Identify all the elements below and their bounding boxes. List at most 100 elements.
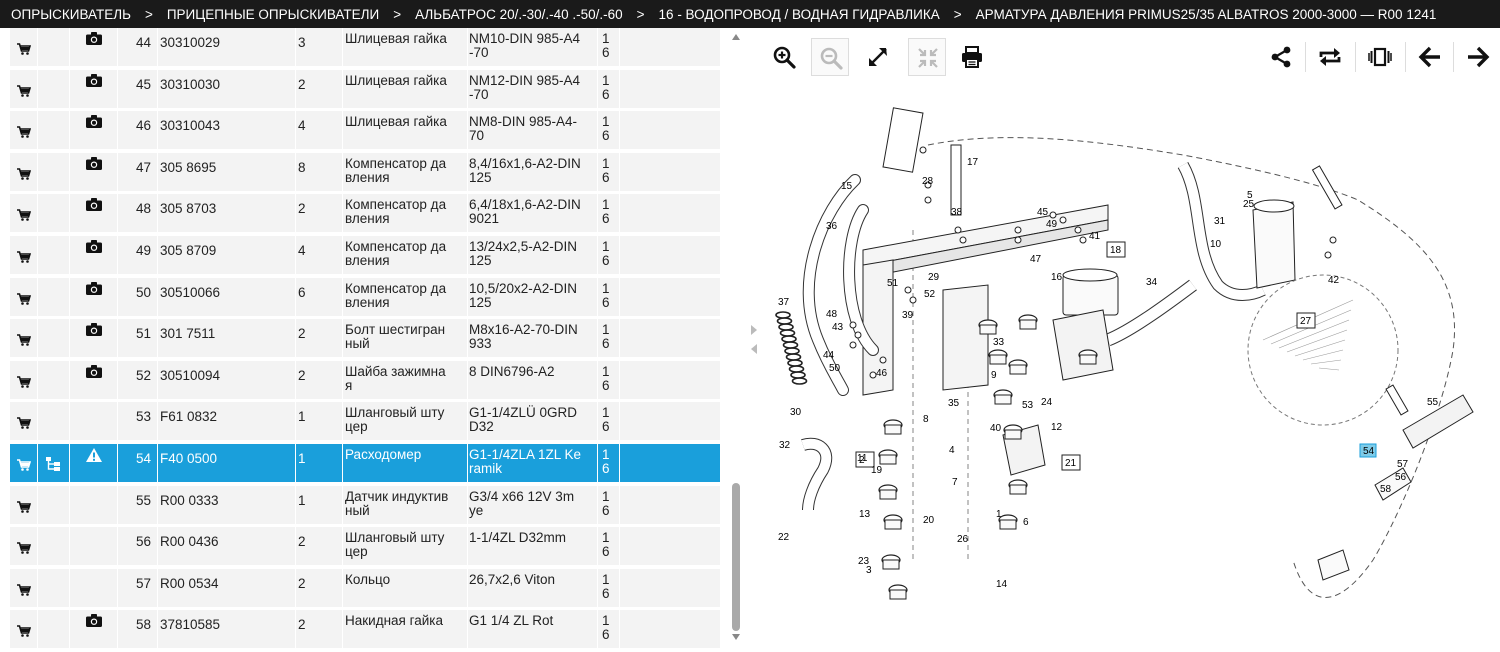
breadcrumb-item[interactable]: 16 - ВОДОПРОВОД / ВОДНАЯ ГИДРАВЛИКА — [658, 6, 940, 22]
part-label[interactable]: 43 — [832, 322, 844, 333]
part-label[interactable]: 20 — [923, 515, 935, 526]
part-label[interactable]: 4 — [949, 445, 955, 456]
share-button[interactable] — [1262, 38, 1300, 76]
scroll-up-icon[interactable] — [732, 34, 740, 40]
part-label[interactable]: 41 — [1089, 231, 1101, 242]
cart-icon[interactable] — [17, 583, 31, 596]
parts-scrollbar[interactable] — [727, 28, 745, 648]
cart-icon[interactable] — [17, 625, 31, 638]
cart-icon[interactable] — [17, 292, 31, 305]
add-to-cart-cell[interactable] — [10, 152, 38, 193]
add-to-cart-cell[interactable] — [10, 444, 38, 484]
part-label[interactable]: 24 — [1041, 397, 1053, 408]
cart-icon[interactable] — [17, 167, 31, 180]
sync-button[interactable] — [1311, 38, 1349, 76]
part-label[interactable]: 12 — [1051, 422, 1063, 433]
part-label[interactable]: 53 — [1022, 400, 1034, 411]
camera-icon[interactable] — [86, 281, 102, 295]
part-label[interactable]: 10 — [1210, 239, 1222, 250]
part-label[interactable]: 15 — [841, 181, 853, 192]
part-label[interactable]: 16 — [1051, 272, 1063, 283]
camera-icon[interactable] — [86, 156, 102, 170]
part-label[interactable]: 11 — [857, 453, 868, 464]
breadcrumb-item[interactable]: ПРИЦЕПНЫЕ ОПРЫСКИВАТЕЛИ — [166, 6, 380, 22]
add-to-cart-cell[interactable] — [10, 277, 38, 318]
camera-icon[interactable] — [86, 115, 102, 129]
camera-icon[interactable] — [86, 198, 102, 212]
part-label[interactable]: 7 — [952, 477, 958, 488]
add-to-cart-cell[interactable] — [10, 402, 38, 443]
add-to-cart-cell[interactable] — [10, 194, 38, 235]
add-to-cart-cell[interactable] — [10, 485, 38, 526]
part-label[interactable]: 58 — [1380, 484, 1392, 495]
add-to-cart-cell[interactable] — [10, 319, 38, 360]
print-button[interactable] — [953, 38, 991, 76]
part-label[interactable]: 44 — [823, 350, 835, 361]
part-label[interactable]: 25 — [1243, 199, 1255, 210]
cart-icon[interactable] — [17, 84, 31, 97]
part-label[interactable]: 36 — [826, 221, 838, 232]
add-to-cart-cell[interactable] — [10, 69, 38, 110]
camera-icon[interactable] — [86, 364, 102, 378]
add-to-cart-cell[interactable] — [10, 610, 38, 651]
add-to-cart-cell[interactable] — [10, 360, 38, 401]
part-label[interactable]: 40 — [990, 423, 1002, 434]
part-label[interactable]: 54 — [1363, 446, 1375, 457]
camera-icon[interactable] — [86, 73, 102, 87]
part-label[interactable]: 3 — [866, 565, 872, 576]
part-label[interactable]: 51 — [887, 278, 899, 289]
cart-icon[interactable] — [17, 209, 31, 222]
carousel-button[interactable] — [1361, 38, 1399, 76]
part-label[interactable]: 34 — [1146, 277, 1158, 288]
camera-icon[interactable] — [86, 323, 102, 337]
breadcrumb-item[interactable]: ОПРЫСКИВАТЕЛЬ — [11, 6, 131, 22]
part-label[interactable]: 5 — [1247, 190, 1253, 201]
add-to-cart-cell[interactable] — [10, 28, 38, 68]
highlighted-label-box[interactable] — [1359, 443, 1377, 458]
part-label[interactable]: 37 — [778, 297, 790, 308]
cart-icon[interactable] — [17, 126, 31, 138]
part-label[interactable]: 42 — [1328, 275, 1340, 286]
camera-icon[interactable] — [86, 614, 102, 628]
part-label[interactable]: 48 — [826, 309, 838, 320]
zoom-out-button[interactable] — [811, 38, 849, 76]
cart-icon[interactable] — [17, 43, 31, 55]
part-label[interactable]: 26 — [957, 534, 969, 545]
part-label[interactable]: 50 — [829, 363, 841, 374]
part-label[interactable]: 56 — [1395, 472, 1407, 483]
next-button[interactable] — [1459, 38, 1497, 76]
part-label[interactable]: 55 — [1427, 397, 1439, 408]
part-label[interactable]: 46 — [876, 368, 888, 379]
part-label[interactable]: 6 — [1023, 517, 1029, 528]
fit-button[interactable] — [908, 38, 946, 76]
part-label[interactable]: 14 — [996, 579, 1008, 590]
cart-icon[interactable] — [17, 542, 31, 554]
expand-left-icon[interactable] — [751, 344, 757, 354]
zoom-in-button[interactable] — [765, 38, 803, 76]
part-label[interactable]: 32 — [779, 440, 791, 451]
scroll-down-icon[interactable] — [732, 634, 740, 640]
part-label[interactable]: 23 — [858, 556, 870, 567]
add-to-cart-cell[interactable] — [10, 236, 38, 276]
part-label[interactable]: 29 — [928, 272, 940, 283]
part-label[interactable]: 33 — [993, 337, 1005, 348]
part-label[interactable]: 17 — [967, 157, 979, 168]
exploded-parts-diagram[interactable]: 1234567891011121314151617181920212223242… — [763, 90, 1500, 652]
part-label[interactable]: 35 — [948, 398, 960, 409]
cart-icon[interactable] — [17, 334, 31, 346]
part-label[interactable]: 30 — [790, 407, 802, 418]
breadcrumb-item[interactable]: АЛЬБАТРОС 20/.-30/.-40 .-50/.-60 — [415, 6, 623, 22]
part-label[interactable]: 31 — [1214, 216, 1226, 227]
hierarchy-icon[interactable] — [46, 457, 60, 471]
